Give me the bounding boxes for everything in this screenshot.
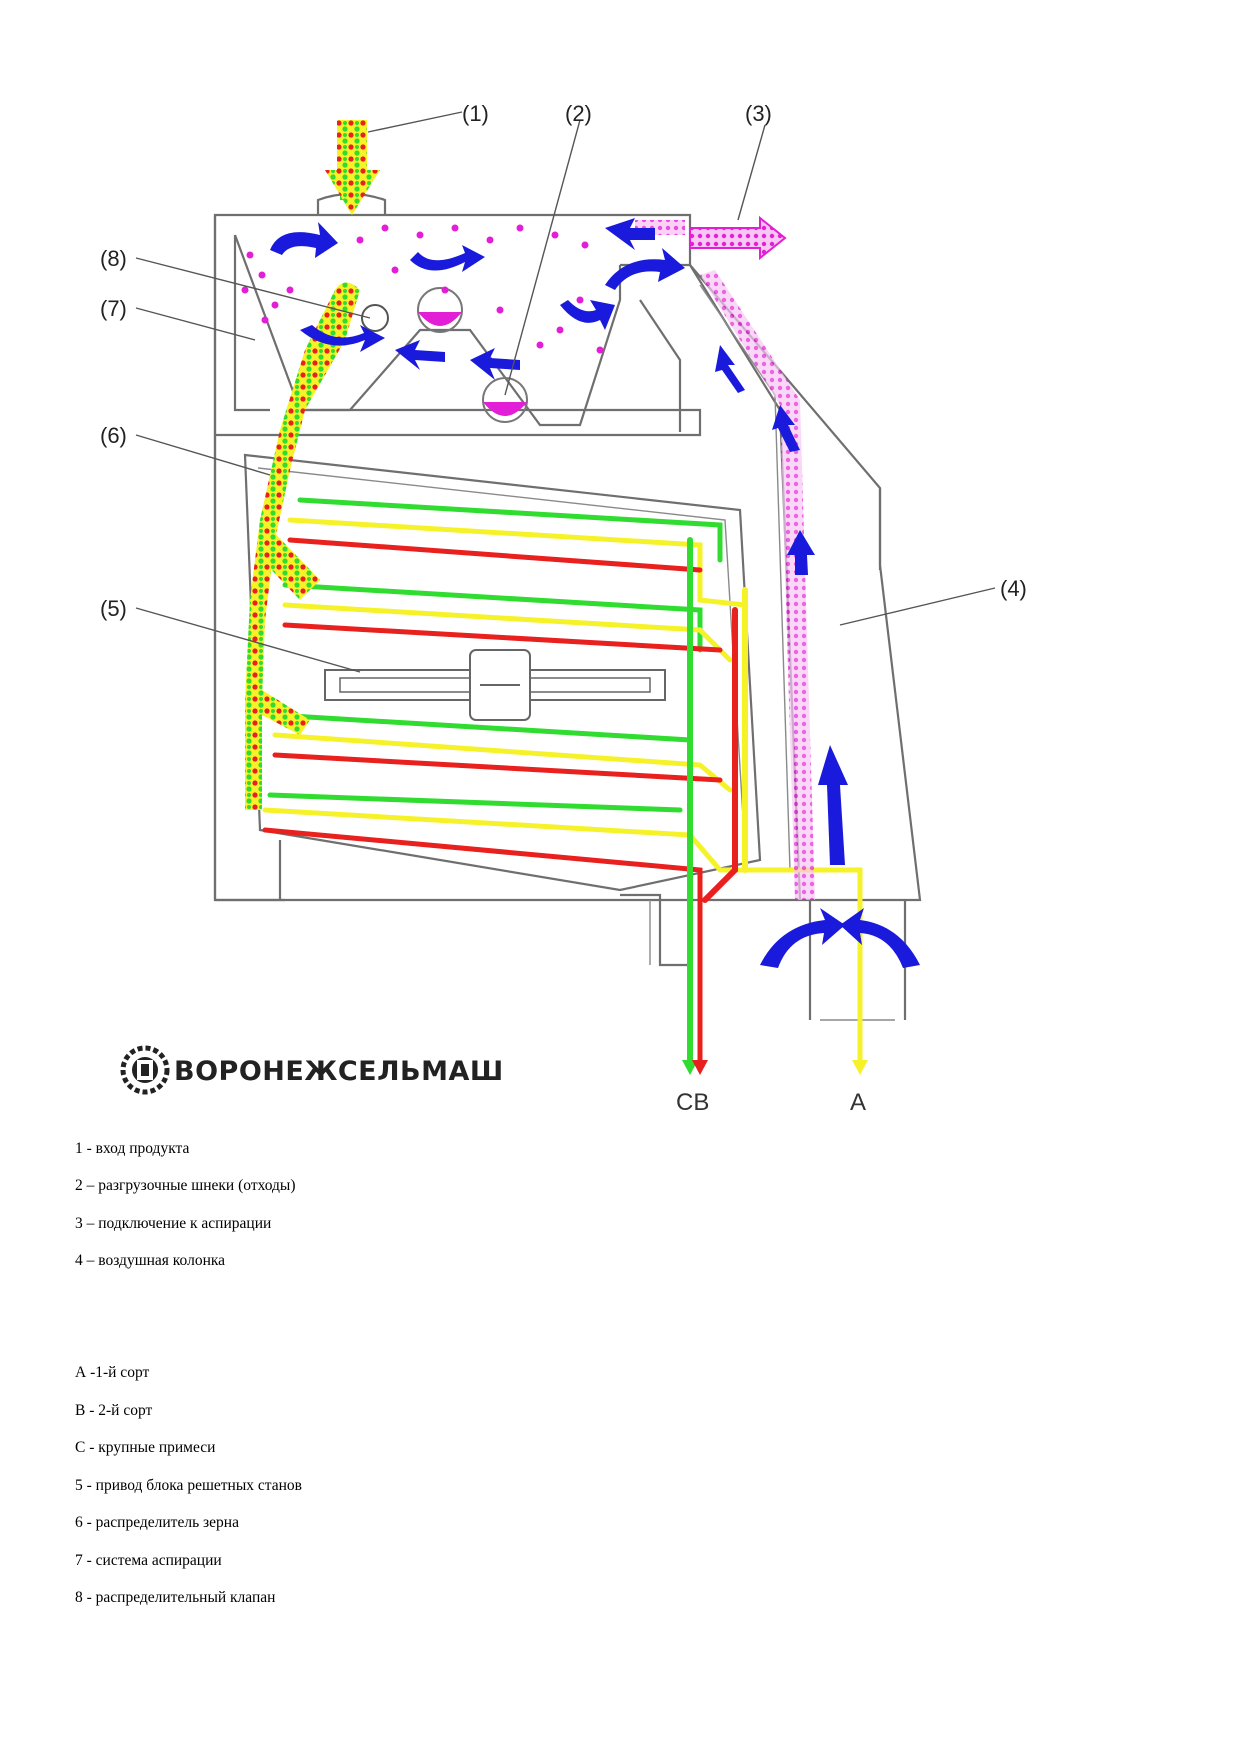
brand-name: ВОРОНЕЖСЕЛЬМАШ [174,1056,504,1087]
callout-3: (3) [737,101,772,221]
grain-distributor-flow [245,120,380,810]
legend-item: В - 2-й сорт [75,1402,153,1419]
outlets: CB A [676,1060,868,1116]
svg-text:(4): (4) [1000,576,1027,601]
callout-7: (7) [100,296,256,341]
outlet-a-label: A [850,1089,866,1116]
air-flow-arrows [270,218,920,968]
outlet-cb-label: CB [676,1089,709,1116]
callout-1: (1) [367,101,489,133]
svg-text:(1): (1) [462,101,489,126]
svg-text:(3): (3) [745,101,772,126]
machine-diagram: (1) (2) (3) (4) (5) (6) (7) (8) [100,101,1027,1116]
callout-6: (6) [100,423,271,476]
legend-item: 4 – воздушная колонка [75,1252,226,1269]
callout-5: (5) [100,596,361,673]
legend-item: 8 - распределительный клапан [75,1589,276,1606]
svg-text:(8): (8) [100,246,127,271]
sieve-drive [324,649,666,721]
legend-item: С - крупные примеси [75,1439,216,1456]
svg-text:(5): (5) [100,596,127,621]
waste-augers [417,287,528,423]
sieve-trays [262,497,863,1063]
distribution-valve [361,304,389,332]
svg-text:(2): (2) [565,101,592,126]
legend-item: 1 - вход продукта [75,1140,190,1157]
callout-2: (2) [504,101,592,396]
svg-text:(7): (7) [100,296,127,321]
callout-8: (8) [100,246,371,319]
legend-item: 6 - распределитель зерна [75,1514,239,1531]
callouts: (1) (2) (3) (4) (5) (6) (7) (8) [100,101,1027,673]
legend-item: 7 - система аспирации [75,1552,222,1569]
legend-item: 3 – подключение к аспирации [75,1215,272,1232]
brand-logo: ВОРОНЕЖСЕЛЬМАШ [120,1045,504,1095]
legend-item: А -1-й сорт [75,1364,150,1381]
dust-dots [241,224,604,354]
svg-text:(6): (6) [100,423,127,448]
legend-item: 2 – разгрузочные шнеки (отходы) [75,1177,296,1194]
callout-4: (4) [839,576,1027,626]
legend-item: 5 - привод блока решетных станов [75,1477,302,1494]
collectors [687,537,748,1063]
